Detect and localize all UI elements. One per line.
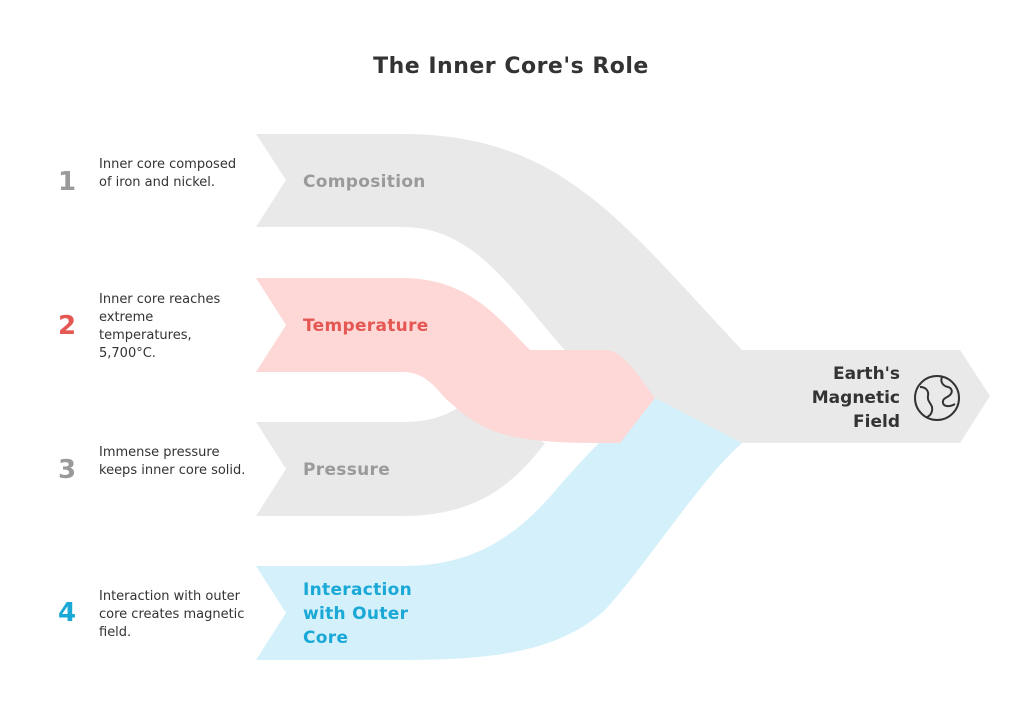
step-4-label: Interaction with Outer Core [303, 580, 413, 648]
step-4-number: 4 [57, 598, 77, 628]
step-1-label: Composition [303, 172, 426, 192]
page-title: The Inner Core's Role [373, 54, 649, 79]
step-2-number: 2 [57, 311, 77, 341]
step-2-label: Temperature [303, 316, 429, 336]
step-3-label: Pressure [303, 460, 391, 480]
globe-icon [914, 375, 960, 421]
step-1-number: 1 [57, 167, 77, 197]
pressure-band [256, 400, 545, 516]
step-1-description: Inner core composed of iron and nickel. [99, 157, 237, 190]
interaction-band [256, 398, 742, 660]
step-3-description: Immense pressure keeps inner core solid. [99, 445, 246, 478]
step-3-number: 3 [57, 455, 77, 485]
composition-band [256, 134, 990, 443]
temperature-band [256, 278, 655, 443]
step-4-description: Interaction with outer core creates magn… [99, 589, 245, 640]
result-label: Earth's Magnetic Field [811, 364, 900, 432]
step-2-description: Inner core reaches extreme temperatures,… [99, 292, 221, 361]
